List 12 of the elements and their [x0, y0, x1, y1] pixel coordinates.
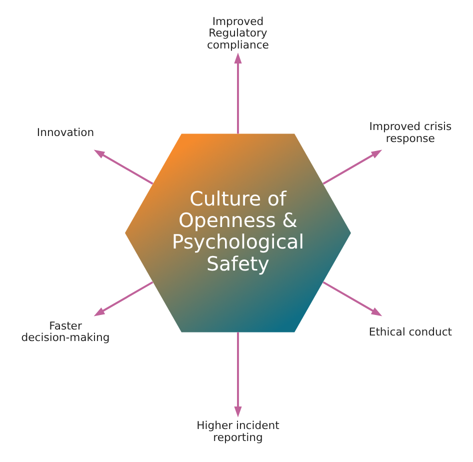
arrow [93, 150, 153, 185]
node-text: Higher incident reporting [196, 418, 279, 444]
arrow [322, 150, 382, 185]
node-text: Faster decision-making [20, 319, 110, 344]
node-text: Ethical conduct [368, 325, 452, 338]
arrow [234, 332, 242, 418]
node-text: Improved Regulatory compliance [206, 14, 268, 52]
node-text: Improved crisis response [368, 120, 452, 146]
node-text: Innovation [36, 126, 94, 140]
arrow [322, 281, 382, 316]
arrow [234, 52, 242, 134]
arrow [93, 281, 153, 316]
